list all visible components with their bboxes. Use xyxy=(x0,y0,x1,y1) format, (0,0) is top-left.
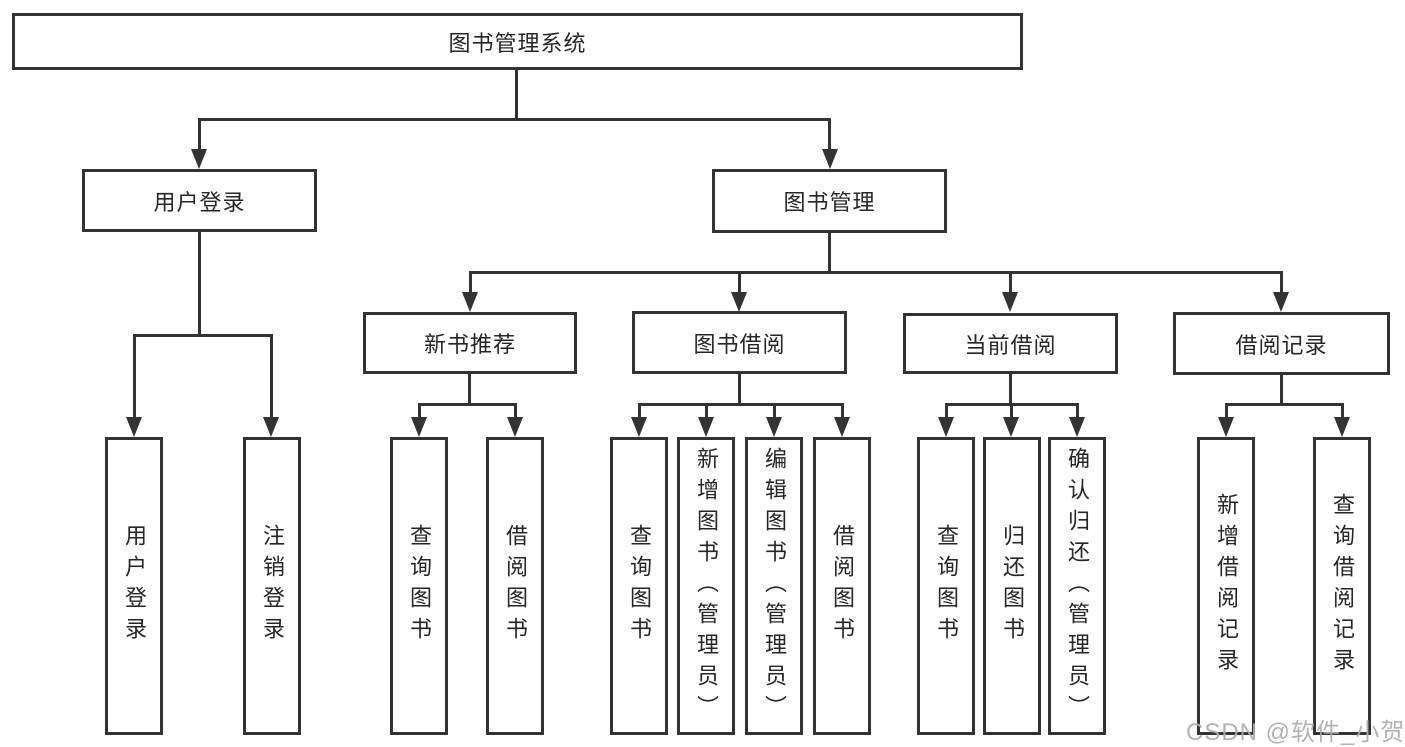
connector-line xyxy=(198,232,201,337)
node-current-borrowing: 当前借阅 xyxy=(903,313,1118,374)
connector-line xyxy=(198,118,201,151)
node-label: 当前借阅 xyxy=(964,332,1057,358)
leaf-query-books-borrowing: 查询图书 xyxy=(610,437,668,735)
leaf-borrow-books-recommend: 借阅图书 xyxy=(486,437,544,735)
leaf-label: 查询图书 xyxy=(934,524,959,648)
node-user-login: 用户登录 xyxy=(82,169,317,232)
connector-line xyxy=(738,374,741,406)
node-book-borrowing: 图书借阅 xyxy=(632,311,847,374)
arrowhead-icon xyxy=(462,292,478,312)
arrowhead-icon xyxy=(1334,417,1350,437)
connector-line xyxy=(738,271,741,295)
connector-line xyxy=(1225,403,1228,419)
connector-line xyxy=(1009,374,1012,406)
arrowhead-icon xyxy=(411,417,427,437)
connector-line xyxy=(828,118,831,151)
connector-line xyxy=(1225,403,1344,406)
connector-line xyxy=(515,70,518,120)
node-label: 新书推荐 xyxy=(423,332,516,357)
leaf-label: 新增借阅记录 xyxy=(1214,493,1239,679)
leaf-label: 查询图书 xyxy=(627,524,652,648)
leaf-query-books-recommend: 查询图书 xyxy=(390,437,448,735)
arrowhead-icon xyxy=(1069,417,1085,437)
connector-line xyxy=(133,334,136,419)
leaf-label: 查询图书 xyxy=(407,524,432,648)
arrowhead-icon xyxy=(834,417,850,437)
connector-line xyxy=(1009,271,1012,295)
connector-line xyxy=(469,271,1283,274)
arrowhead-icon xyxy=(938,417,954,437)
connector-line xyxy=(638,403,844,406)
node-borrowing-records: 借阅记录 xyxy=(1173,312,1390,375)
connector-line xyxy=(198,118,831,121)
node-library-management-system: 图书管理系统 xyxy=(12,13,1023,70)
connector-line xyxy=(638,403,641,419)
connector-line xyxy=(1341,403,1344,419)
node-new-book-recommendation: 新书推荐 xyxy=(363,312,577,374)
leaf-label: 注销登录 xyxy=(260,524,285,648)
csdn-watermark: CSDN @软件_小贺同学 xyxy=(1186,719,1405,746)
connector-line xyxy=(705,403,708,419)
leaf-label: 编辑图书（管理员） xyxy=(762,446,787,726)
connector-line xyxy=(1076,403,1079,419)
arrowhead-icon xyxy=(731,292,747,312)
connector-line xyxy=(514,403,517,419)
leaf-label: 借阅图书 xyxy=(503,524,528,648)
connector-line xyxy=(469,271,472,295)
node-label: 图书管理系统 xyxy=(448,30,587,56)
arrowhead-icon xyxy=(507,417,523,437)
connector-line xyxy=(1280,374,1283,406)
connector-line xyxy=(468,374,471,406)
leaf-label: 借阅图书 xyxy=(830,524,855,648)
leaf-query-books-current: 查询图书 xyxy=(917,437,975,735)
connector-line xyxy=(418,403,517,406)
connector-line xyxy=(133,334,273,337)
node-label: 借阅记录 xyxy=(1235,332,1328,358)
leaf-query-borrow-record: 查询借阅记录 xyxy=(1313,437,1371,735)
arrowhead-icon xyxy=(1002,292,1018,312)
arrowhead-icon xyxy=(1218,417,1234,437)
connector-line xyxy=(945,403,948,419)
node-book-management: 图书管理 xyxy=(712,169,947,233)
connector-line xyxy=(841,403,844,419)
leaf-label: 归还图书 xyxy=(1000,524,1025,648)
node-label: 图书管理 xyxy=(783,190,876,215)
leaf-confirm-return-admin: 确认归还（管理员） xyxy=(1048,437,1106,735)
arrowhead-icon xyxy=(1273,292,1289,312)
leaf-logout: 注销登录 xyxy=(243,437,301,735)
leaf-label: 用户登录 xyxy=(122,524,147,648)
connector-line xyxy=(828,233,831,274)
arrowhead-icon xyxy=(191,149,207,169)
connector-line xyxy=(773,403,776,419)
connector-line xyxy=(1010,403,1013,419)
node-label: 图书借阅 xyxy=(693,331,786,357)
leaf-edit-books-admin: 编辑图书（管理员） xyxy=(745,437,803,735)
leaf-return-books: 归还图书 xyxy=(983,437,1041,735)
arrowhead-icon xyxy=(631,417,647,437)
leaf-label: 查询借阅记录 xyxy=(1330,493,1355,679)
arrowhead-icon xyxy=(263,417,279,437)
connector-line xyxy=(270,334,273,419)
leaf-add-books-admin: 新增图书（管理员） xyxy=(677,437,735,735)
leaf-label: 新增图书（管理员） xyxy=(694,446,719,726)
leaf-borrow-books: 借阅图书 xyxy=(813,437,871,735)
node-label: 用户登录 xyxy=(153,189,246,215)
arrowhead-icon xyxy=(1003,417,1019,437)
arrowhead-icon xyxy=(126,417,142,437)
leaf-label: 确认归还（管理员） xyxy=(1065,446,1090,726)
leaf-add-borrow-record: 新增借阅记录 xyxy=(1197,437,1255,735)
arrowhead-icon xyxy=(822,149,838,169)
leaf-user-login: 用户登录 xyxy=(105,437,163,735)
arrowhead-icon xyxy=(766,417,782,437)
connector-line xyxy=(1280,271,1283,295)
connector-line xyxy=(418,403,421,419)
arrowhead-icon xyxy=(698,417,714,437)
